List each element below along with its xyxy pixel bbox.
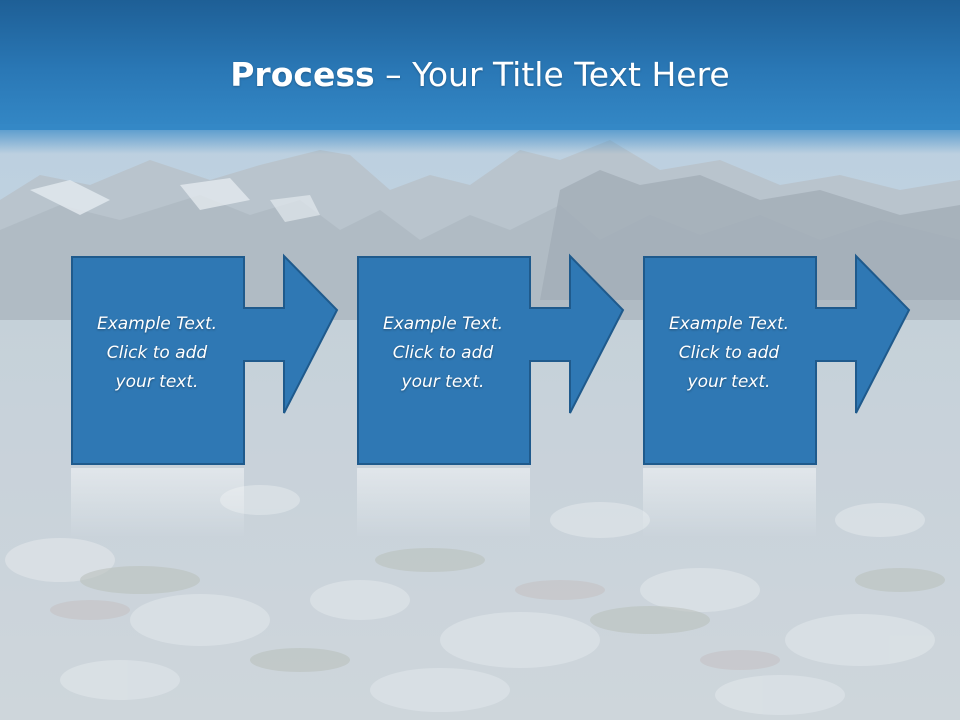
slide-title-rest: – Your Title Text Here <box>374 55 730 94</box>
step-text-line: your text. <box>401 372 485 392</box>
process-step-3[interactable]: Example Text. Click to add your text. <box>643 253 923 546</box>
step-text-line: Example Text. <box>96 314 218 334</box>
right-arrow-icon <box>643 253 911 538</box>
process-step-1-text[interactable]: Example Text. Click to add your text. <box>71 310 243 397</box>
right-arrow-icon <box>71 253 339 538</box>
step-text-line: Example Text. <box>668 314 790 334</box>
process-step-1[interactable]: Example Text. Click to add your text. <box>71 253 351 546</box>
process-step-2[interactable]: Example Text. Click to add your text. <box>357 253 637 546</box>
step-text-line: your text. <box>687 372 771 392</box>
right-arrow-icon <box>357 253 625 538</box>
title-band <box>0 0 960 130</box>
step-text-line: Click to add <box>678 343 780 363</box>
title-band-fade <box>0 124 960 154</box>
step-text-line: your text. <box>115 372 199 392</box>
process-step-2-text[interactable]: Example Text. Click to add your text. <box>357 310 529 397</box>
step-text-line: Example Text. <box>382 314 504 334</box>
process-step-3-text[interactable]: Example Text. Click to add your text. <box>643 310 815 397</box>
slide-title[interactable]: Process – Your Title Text Here <box>0 50 960 100</box>
slide-title-bold: Process <box>230 55 375 94</box>
step-text-line: Click to add <box>106 343 208 363</box>
step-text-line: Click to add <box>392 343 494 363</box>
